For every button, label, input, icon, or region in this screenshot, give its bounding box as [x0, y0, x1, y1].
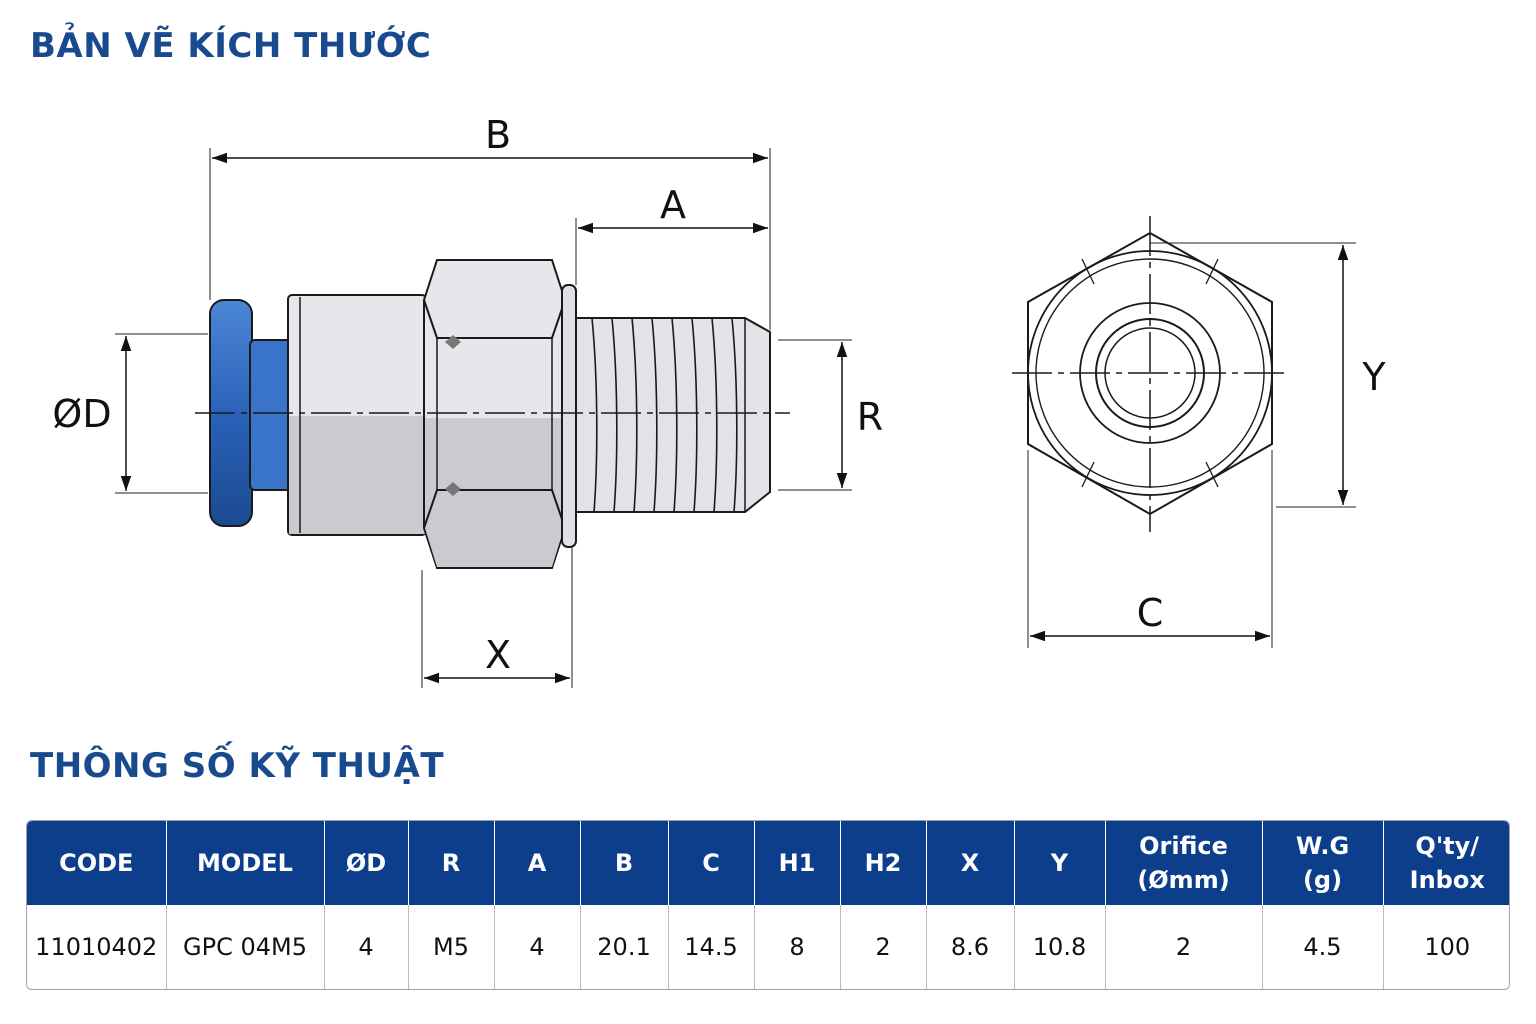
dimension-drawing: B A ØD R X Y C [52, 113, 1386, 688]
table-cell: 10.8 [1013, 905, 1105, 989]
column-header: Y [1013, 821, 1105, 905]
column-header-label: MODEL [197, 849, 293, 877]
table-cell: 8 [753, 905, 840, 989]
column-header-label: B [614, 849, 634, 877]
fitting-side-view [209, 259, 771, 569]
column-header: H2 [839, 821, 926, 905]
column-header-label: C [702, 849, 720, 877]
column-header-label: (g) [1302, 866, 1343, 894]
column-header-label: Y [1050, 849, 1069, 877]
column-header-label: X [960, 849, 980, 877]
table-cell: 14.5 [667, 905, 754, 989]
dim-y-label: Y [1361, 355, 1386, 399]
column-header-label: H1 [778, 849, 816, 877]
specs-section-title: THÔNG SỐ KỸ THUẬT [30, 746, 445, 786]
column-header-label: H2 [864, 849, 902, 877]
table-cell: 100 [1382, 905, 1509, 989]
specs-table-container: CODE MODEL ØD R A B C H1 H2 X Y Orifice (Ømm) W.G (g) Q… [26, 820, 1510, 990]
column-header-label: CODE [59, 849, 134, 877]
column-header-label: R [441, 849, 461, 877]
column-header-label: Inbox [1409, 866, 1485, 894]
dim-r-label: R [857, 395, 883, 439]
dim-x-label: X [485, 633, 511, 677]
table-cell: 8.6 [925, 905, 1014, 989]
column-header-label: Orifice [1139, 832, 1228, 860]
column-header: R [407, 821, 494, 905]
column-header-label: A [527, 849, 547, 877]
column-header-label: ØD [345, 849, 387, 877]
dim-c-label: C [1137, 591, 1164, 635]
column-header: W.G (g) [1261, 821, 1383, 905]
fitting-front-view [1012, 216, 1290, 532]
column-header: A [493, 821, 580, 905]
dim-a-label: A [660, 183, 686, 227]
table-cell: 4 [493, 905, 580, 989]
table-cell: M5 [407, 905, 494, 989]
column-header-label: (Ømm) [1137, 866, 1230, 894]
table-cell: 4 [323, 905, 408, 989]
table-cell: 2 [1104, 905, 1262, 989]
column-header: Orifice (Ømm) [1104, 821, 1262, 905]
column-header: C [667, 821, 754, 905]
flange [561, 284, 577, 548]
column-header: MODEL [165, 821, 324, 905]
dim-od-label: ØD [52, 392, 111, 436]
column-header-label: W.G [1295, 832, 1350, 860]
column-header: H1 [753, 821, 840, 905]
dim-b-label: B [485, 113, 511, 157]
collet-sleeve [249, 339, 293, 491]
table-cell: 11010402 [27, 905, 166, 989]
thread [575, 317, 771, 513]
column-header: X [925, 821, 1014, 905]
column-header: Q'ty/Inbox [1382, 821, 1509, 905]
column-header: B [579, 821, 668, 905]
table-cell: 2 [839, 905, 926, 989]
table-cell: 4.5 [1261, 905, 1383, 989]
drawing-section-title: BẢN VẼ KÍCH THƯỚC [30, 26, 432, 66]
table-header-row: CODE MODEL ØD R A B C H1 H2 X Y Orifice (Ømm) W.G (g) Q… [27, 821, 1509, 905]
column-header: CODE [27, 821, 166, 905]
specs-table: CODE MODEL ØD R A B C H1 H2 X Y Orifice (Ømm) W.G (g) Q… [27, 821, 1509, 989]
table-cell: GPC 04M5 [165, 905, 324, 989]
column-header: ØD [323, 821, 408, 905]
table-cell: 20.1 [579, 905, 668, 989]
column-header-label: Q'ty/ [1415, 832, 1480, 860]
